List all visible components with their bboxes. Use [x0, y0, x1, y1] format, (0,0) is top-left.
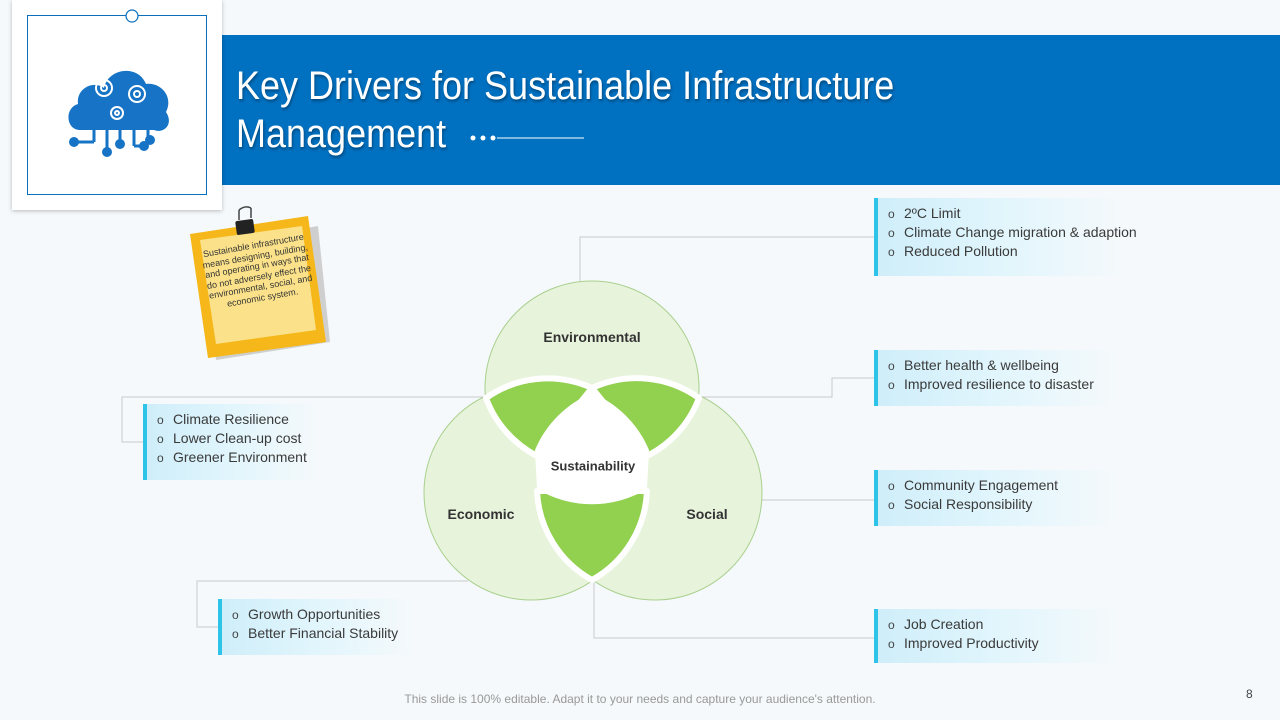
list-item: Improved Productivity	[888, 634, 1119, 653]
logo-frame	[27, 15, 207, 195]
cloud-gears-circuit-icon	[68, 70, 169, 157]
connector-econ-social	[593, 578, 876, 639]
list-item: Job Creation	[888, 615, 1119, 634]
connector-lines	[121, 236, 876, 639]
page-number: 8	[1246, 687, 1253, 701]
callout-env-social: Better health & wellbeing Improved resil…	[874, 350, 1119, 406]
connector-env-economic	[121, 396, 490, 443]
callout-env-economic: Climate Resilience Lower Clean-up cost G…	[143, 404, 318, 480]
list-item: Better health & wellbeing	[888, 356, 1119, 375]
list-item: Improved resilience to disaster	[888, 375, 1119, 394]
header-band	[222, 35, 1280, 185]
list-item: Social Responsibility	[888, 495, 1119, 514]
title-line-2: Management	[236, 112, 447, 156]
list-item: Climate Change migration & adaption	[888, 223, 1137, 242]
title-line-1: Key Drivers for Sustainable Infrastructu…	[236, 64, 895, 108]
label-economic: Economic	[447, 506, 515, 522]
connector-env-social	[700, 377, 876, 398]
binder-clip-icon	[235, 206, 255, 235]
list-item: Reduced Pollution	[888, 242, 1124, 261]
callout-environmental: 2ºC Limit Climate Change migration & ada…	[874, 198, 1137, 276]
connector-environmental	[579, 236, 876, 282]
slide-title: Key Drivers for Sustainable Infrastructu…	[236, 62, 974, 158]
sticky-note	[190, 206, 330, 360]
callout-economic: Growth Opportunities Better Financial St…	[218, 599, 414, 655]
callout-econ-social: Job Creation Improved Productivity	[874, 609, 1119, 663]
connector-economic	[196, 580, 468, 628]
list-item: 2ºC Limit	[888, 204, 1124, 223]
list-item: Growth Opportunities	[232, 605, 414, 624]
list-item: Better Financial Stability	[232, 624, 414, 643]
list-item: Lower Clean-up cost	[157, 429, 318, 448]
overlap-env-social	[589, 375, 702, 459]
list-item: Community Engagement	[888, 476, 1119, 495]
label-sustainability: Sustainability	[550, 458, 636, 474]
list-item: Climate Resilience	[157, 410, 318, 429]
center-sustainability-region	[535, 393, 649, 505]
label-environmental: Environmental	[543, 329, 641, 345]
list-item: Greener Environment	[157, 448, 318, 467]
overlap-econ-social	[534, 488, 650, 583]
title-decoration	[470, 135, 584, 141]
callout-social: Community Engagement Social Responsibili…	[874, 470, 1119, 526]
pin-icon	[125, 9, 139, 23]
footer-note: This slide is 100% editable. Adapt it to…	[404, 692, 876, 706]
label-social: Social	[686, 506, 728, 522]
